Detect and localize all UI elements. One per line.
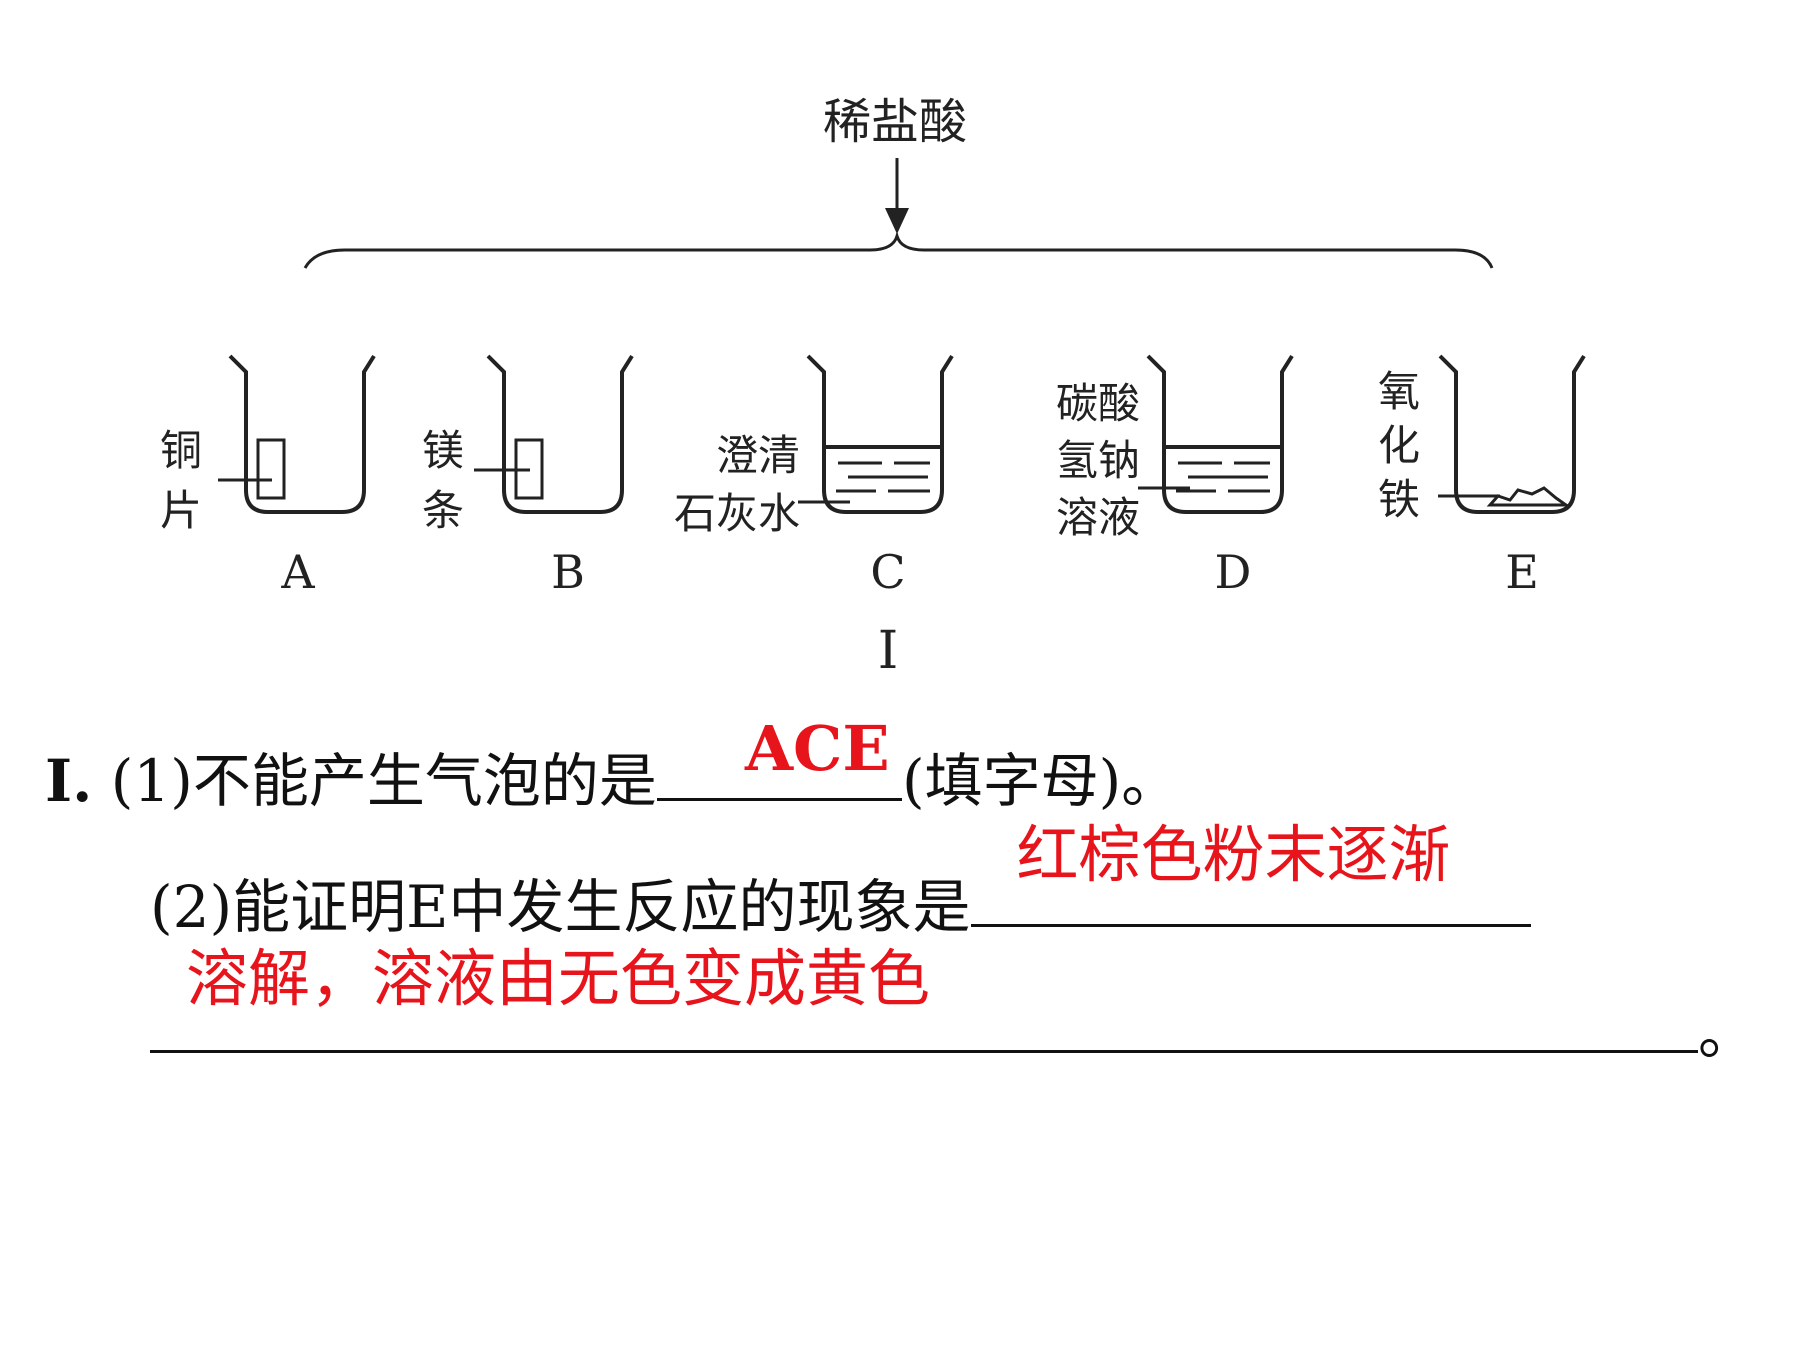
beaker-letter-c: C (870, 545, 905, 599)
beaker-letter-a: A (280, 545, 315, 599)
q2-answer-blank-1[interactable]: 红棕色粉末逐渐 (970, 824, 1531, 927)
q1-answer: ACE (744, 712, 890, 785)
q2-answer-blank-2[interactable]: 溶解，溶液由无色变成黄色 (150, 948, 1698, 1053)
reagent-label: 稀盐酸 (823, 94, 967, 150)
q2-prefix: (2)能证明E中发生反应的现象是 (150, 873, 971, 941)
material-label-c-2: 石灰水 (674, 489, 800, 538)
beaker-a (218, 354, 376, 514)
question-2-continued: 溶解，溶液由无色变成黄色。 (150, 948, 1756, 1062)
material-label-d-3: 溶液 (1056, 493, 1140, 542)
material-label-a-2: 片 (160, 486, 202, 535)
material-label-b-2: 条 (422, 486, 464, 535)
figure-label: I (878, 621, 899, 681)
beaker-letter-d: D (1215, 545, 1252, 599)
beaker-letter-e: E (1505, 545, 1539, 599)
part-label: I. (45, 747, 93, 815)
beaker-b (474, 354, 634, 514)
q1-answer-blank[interactable]: ACE (656, 718, 902, 801)
material-label-e-3: 铁 (1378, 475, 1420, 524)
beaker-c (798, 354, 954, 514)
experiment-diagram: 稀盐酸 铜 片 A 镁 条 B 澄清 石灰水 C (160, 94, 1586, 681)
q1-prefix: (1)不能产生气泡的是 (110, 747, 657, 815)
q1-suffix: (填字母)。 (901, 747, 1180, 815)
material-label-e-1: 氧 (1378, 367, 1420, 416)
q2-answer-line-2: 溶解，溶液由无色变成黄色 (186, 942, 931, 1015)
q2-answer-line-1: 红棕色粉末逐渐 (1016, 818, 1451, 891)
material-label-e-2: 化 (1378, 421, 1420, 470)
beaker-e (1438, 354, 1586, 514)
down-arrow (885, 158, 909, 234)
material-label-a-1: 铜 (160, 426, 202, 475)
material-label-b-1: 镁 (422, 426, 464, 475)
distribution-brace (303, 230, 1494, 269)
material-label-d-2: 氢钠 (1056, 436, 1140, 485)
material-label-d-1: 碳酸 (1056, 379, 1140, 428)
q2-end: 。 (1698, 999, 1757, 1067)
beaker-letter-b: B (551, 545, 585, 599)
material-label-c-1: 澄清 (716, 431, 800, 480)
question-2: (2)能证明E中发生反应的现象是红棕色粉末逐渐 (150, 824, 1531, 936)
beaker-d (1138, 354, 1294, 514)
